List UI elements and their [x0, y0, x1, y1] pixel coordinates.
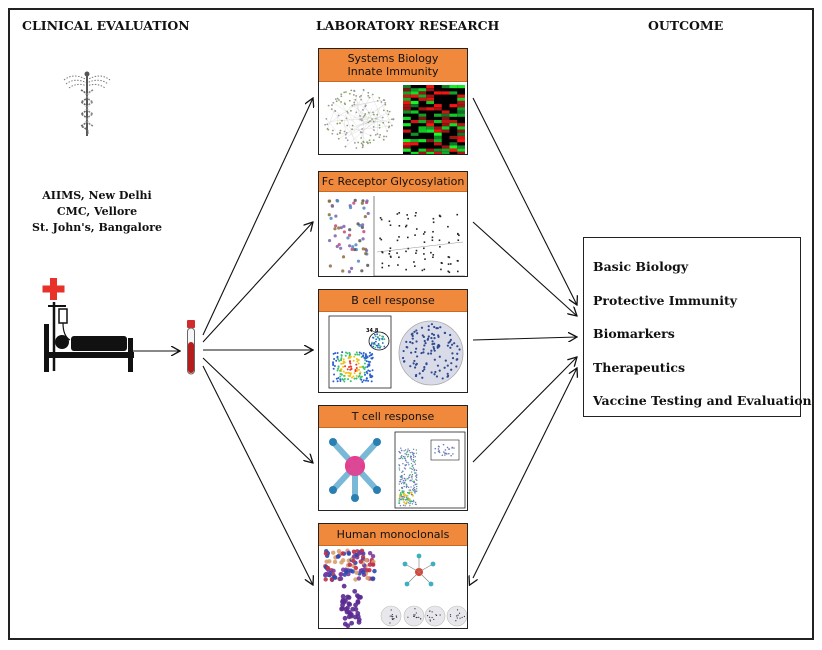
gate-label: 34.8	[366, 328, 379, 334]
arrow-monoclonals-outcome	[473, 368, 577, 578]
panel-human-monoclonals: Human monoclonals	[318, 523, 468, 629]
panel-fc-receptor-glycosylation: Fc Receptor Glycosylation	[318, 171, 468, 277]
panel-t-cell-response: T cell response	[318, 405, 468, 511]
header-laboratory-research: LABORATORY RESEARCH	[316, 18, 500, 33]
panel-title-line: B cell response	[351, 294, 435, 307]
arrow-tube-to-tcell	[202, 357, 313, 463]
network-graph-image	[324, 85, 465, 154]
arrow-fc-to-outcome	[472, 221, 577, 316]
arrow-tcell-to-outcome	[472, 357, 577, 463]
outcome-box: Basic Biology Protective Immunity Biomar…	[583, 237, 812, 417]
panel-title: T cell response	[319, 406, 467, 428]
header-outcome: OUTCOME	[648, 18, 724, 33]
panel-title: Fc Receptor Glycosylation	[319, 172, 467, 192]
panel-systems-biology: Systems Biology Innate Immunity	[318, 48, 468, 155]
flow-cytometry-elispot-image: 34.8	[328, 315, 464, 389]
panel-title-line: Innate Immunity	[347, 65, 439, 78]
arrow-tube-to-fc	[202, 222, 313, 343]
hospital-item: AIIMS, New Delhi	[42, 189, 152, 202]
blood-tube-icon	[187, 320, 195, 375]
t-cell-image	[329, 431, 466, 509]
outcome-item: Vaccine Testing and Evaluation	[593, 393, 812, 408]
antibody-structure-image	[323, 548, 467, 628]
caduceus-icon	[63, 71, 111, 136]
panel-title: B cell response	[319, 290, 467, 312]
hospital-bed-icon	[42, 278, 134, 372]
panel-title: Human monoclonals	[319, 524, 467, 546]
header-clinical-evaluation: CLINICAL EVALUATION	[22, 18, 190, 33]
panel-title-line: T cell response	[351, 410, 435, 423]
hospital-item: CMC, Vellore	[56, 205, 138, 218]
panel-title-line: Systems Biology	[347, 52, 439, 65]
panel-title-line: Human monoclonals	[336, 528, 450, 541]
arrow-tube-to-systems	[202, 98, 313, 336]
panel-title-line: Fc Receptor Glycosylation	[321, 175, 465, 188]
figure-frame	[8, 8, 814, 640]
panel-title: Systems Biology Innate Immunity	[319, 49, 467, 82]
outcome-item: Protective Immunity	[593, 292, 738, 308]
panel-b-cell-response: B cell response 34.8	[318, 289, 468, 393]
hospital-list: AIIMS, New Delhi CMC, Vellore St. John's…	[22, 188, 172, 236]
arrow-tube-to-monoclonals	[202, 365, 313, 585]
outcome-item: Therapeutics	[593, 359, 685, 375]
outcome-item: Biomarkers	[593, 326, 675, 341]
hospital-item: St. John's, Bangalore	[32, 221, 162, 234]
outcome-item: Basic Biology	[593, 259, 689, 274]
arrow-bcell-to-outcome	[472, 337, 577, 340]
arrow-systems-to-outcome	[472, 97, 577, 305]
glycosylation-image	[327, 196, 465, 276]
